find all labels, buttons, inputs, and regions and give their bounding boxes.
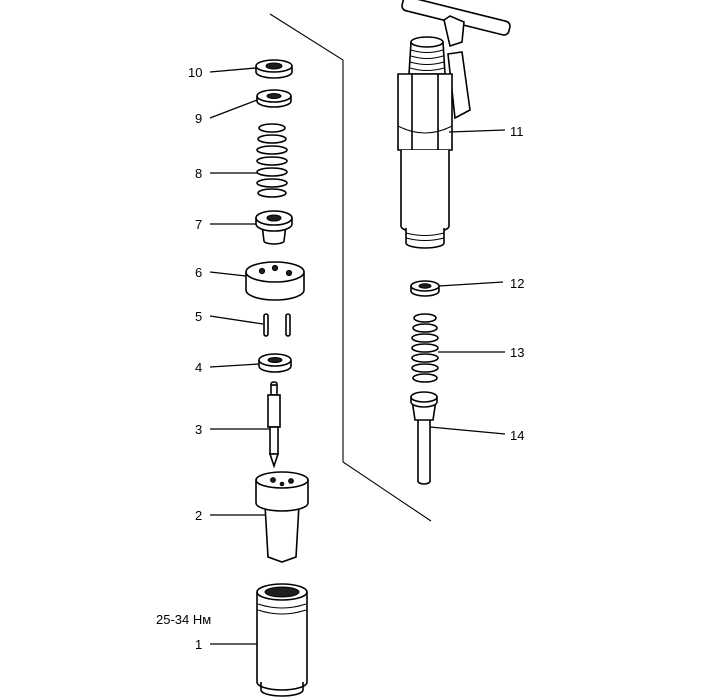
leader-line-9 <box>209 99 258 119</box>
part-4-washer <box>258 353 292 373</box>
leader-line-10 <box>209 67 257 73</box>
part-label-13: 13 <box>510 345 524 360</box>
part-1-nozzle-nut <box>256 583 308 697</box>
part-12-shim <box>410 280 440 297</box>
part-label-5: 5 <box>195 309 202 324</box>
part-14-push-rod <box>410 391 438 485</box>
part-2-nozzle <box>255 471 309 563</box>
part-9-washer <box>256 89 292 108</box>
part-label-2: 2 <box>195 508 202 523</box>
assembly-guide-line <box>269 13 432 522</box>
part-label-6: 6 <box>195 265 202 280</box>
part-label-11: 11 <box>510 124 524 139</box>
part-5-dowel-pins <box>263 313 291 337</box>
part-3-needle-valve <box>267 381 281 469</box>
part-label-1: 1 <box>195 637 202 652</box>
part-label-12: 12 <box>510 276 524 291</box>
part-label-8: 8 <box>195 166 202 181</box>
part-label-10: 10 <box>188 65 202 80</box>
part-8-spring <box>256 123 288 198</box>
part-10-washer <box>255 59 293 79</box>
torque-spec: 25-34 Нм <box>156 612 211 627</box>
part-label-7: 7 <box>195 217 202 232</box>
part-label-4: 4 <box>195 360 202 375</box>
leader-line-5 <box>209 315 264 325</box>
leader-line-4 <box>209 363 260 368</box>
part-7-spring-seat <box>255 210 293 245</box>
part-label-9: 9 <box>195 111 202 126</box>
leader-line-14 <box>429 426 506 435</box>
part-label-14: 14 <box>510 428 524 443</box>
leader-line-11 <box>448 129 506 133</box>
leader-line-6 <box>209 271 247 277</box>
part-6-spacer <box>245 261 305 301</box>
part-13-spring <box>411 313 439 383</box>
leader-line-12 <box>438 281 504 287</box>
part-label-3: 3 <box>195 422 202 437</box>
part-11-injector-body <box>397 0 511 249</box>
